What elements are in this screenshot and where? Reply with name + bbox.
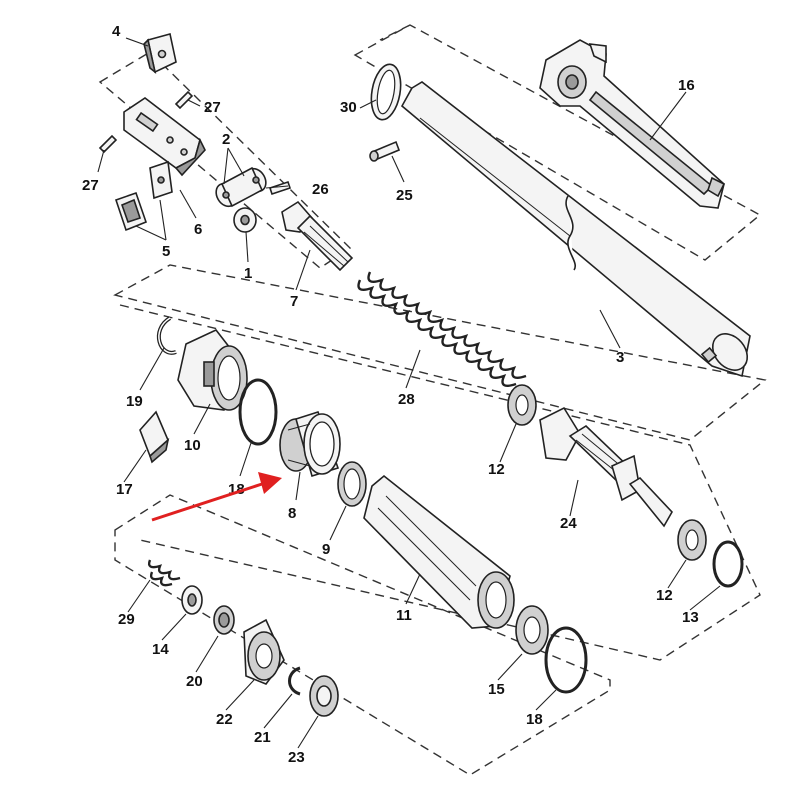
part-18-ring-upper: [238, 378, 278, 446]
callout-3: 3: [616, 349, 624, 366]
callout-23: 23: [288, 749, 305, 766]
part-13-ring: [712, 540, 744, 588]
callout-24: 24: [560, 515, 577, 532]
callout-19: 19: [126, 393, 143, 410]
callout-21: 21: [254, 729, 271, 746]
part-29-small-spring: [147, 559, 181, 587]
callout-5: 5: [162, 243, 170, 260]
callout-10: 10: [184, 437, 201, 454]
callout-25: 25: [396, 187, 413, 204]
highlight-arrow: [151, 472, 282, 522]
leader-lines: [97, 37, 721, 749]
callout-4: 4: [112, 23, 121, 40]
callout-18-lower: 18: [526, 711, 543, 728]
callout-12-upper: 12: [488, 461, 505, 478]
frame-middle-group: [113, 264, 767, 441]
frame-top-left-group: [98, 51, 352, 269]
part-24-threaded-shaft: [539, 406, 673, 528]
callout-15: 15: [488, 681, 505, 698]
part-5-plate-bottom: [114, 191, 148, 232]
part-3-tube: [400, 81, 751, 378]
callout-7: 7: [290, 293, 298, 310]
part-26-pin: [268, 180, 292, 196]
callout-9: 9: [322, 541, 330, 558]
part-20-gear: [213, 605, 235, 635]
callout-27-lower: 27: [82, 177, 99, 194]
part-18-ring-lower: [544, 626, 588, 694]
callout-27-upper: 27: [204, 99, 221, 116]
part-17-block: [139, 410, 170, 464]
part-25-pin: [369, 140, 401, 162]
callout-8: 8: [288, 505, 296, 522]
part-5-plate-top: [149, 160, 173, 200]
part-16-handle: [539, 39, 726, 209]
callout-16: 16: [678, 77, 695, 94]
callout-13: 13: [682, 609, 699, 626]
callout-1: 1: [244, 265, 252, 282]
callout-14: 14: [152, 641, 169, 658]
part-10-collar: [177, 329, 248, 411]
part-9-bearing: [337, 461, 367, 507]
callout-2: 2: [222, 131, 230, 148]
frame-top-handle-group: [353, 24, 762, 261]
callout-28: 28: [398, 391, 415, 408]
part-27-pin-upper: [174, 90, 194, 110]
part-30-oval-ring: [370, 63, 402, 121]
part-22-cover: [243, 618, 285, 685]
callout-20: 20: [186, 673, 203, 690]
part-14-nut: [181, 585, 203, 615]
callout-29: 29: [118, 611, 135, 628]
callout-26: 26: [312, 181, 329, 198]
part-4-block: [143, 33, 177, 75]
callout-6: 6: [194, 221, 202, 238]
callout-12-lower: 12: [656, 587, 673, 604]
part-12-washer-lower: [677, 519, 707, 561]
callout-17: 17: [116, 481, 133, 498]
callout-11: 11: [396, 607, 412, 624]
frame-main-assembly: [119, 304, 761, 661]
callout-22: 22: [216, 711, 233, 728]
part-23-knob: [309, 675, 339, 717]
part-7-splined-shaft: [281, 200, 354, 272]
callout-30: 30: [340, 99, 357, 116]
part-8-sleeve: [279, 411, 341, 478]
part-28-spring: [357, 271, 527, 387]
part-21-c-clip: [288, 666, 301, 696]
part-6-link-plate: [123, 97, 206, 177]
part-1-roller: [233, 207, 257, 233]
part-15-splined-washer: [515, 605, 549, 655]
part-12-washer-upper: [507, 384, 537, 426]
frame-bottom-group: [114, 494, 611, 776]
part-27-pin-lower: [98, 134, 118, 154]
part-19-clip: [157, 316, 177, 355]
callout-labels: 4 27 27 2 26 6 5 1 7 30 25 16 3 28 19 10…: [82, 23, 699, 766]
part-11-grip: [363, 474, 515, 629]
